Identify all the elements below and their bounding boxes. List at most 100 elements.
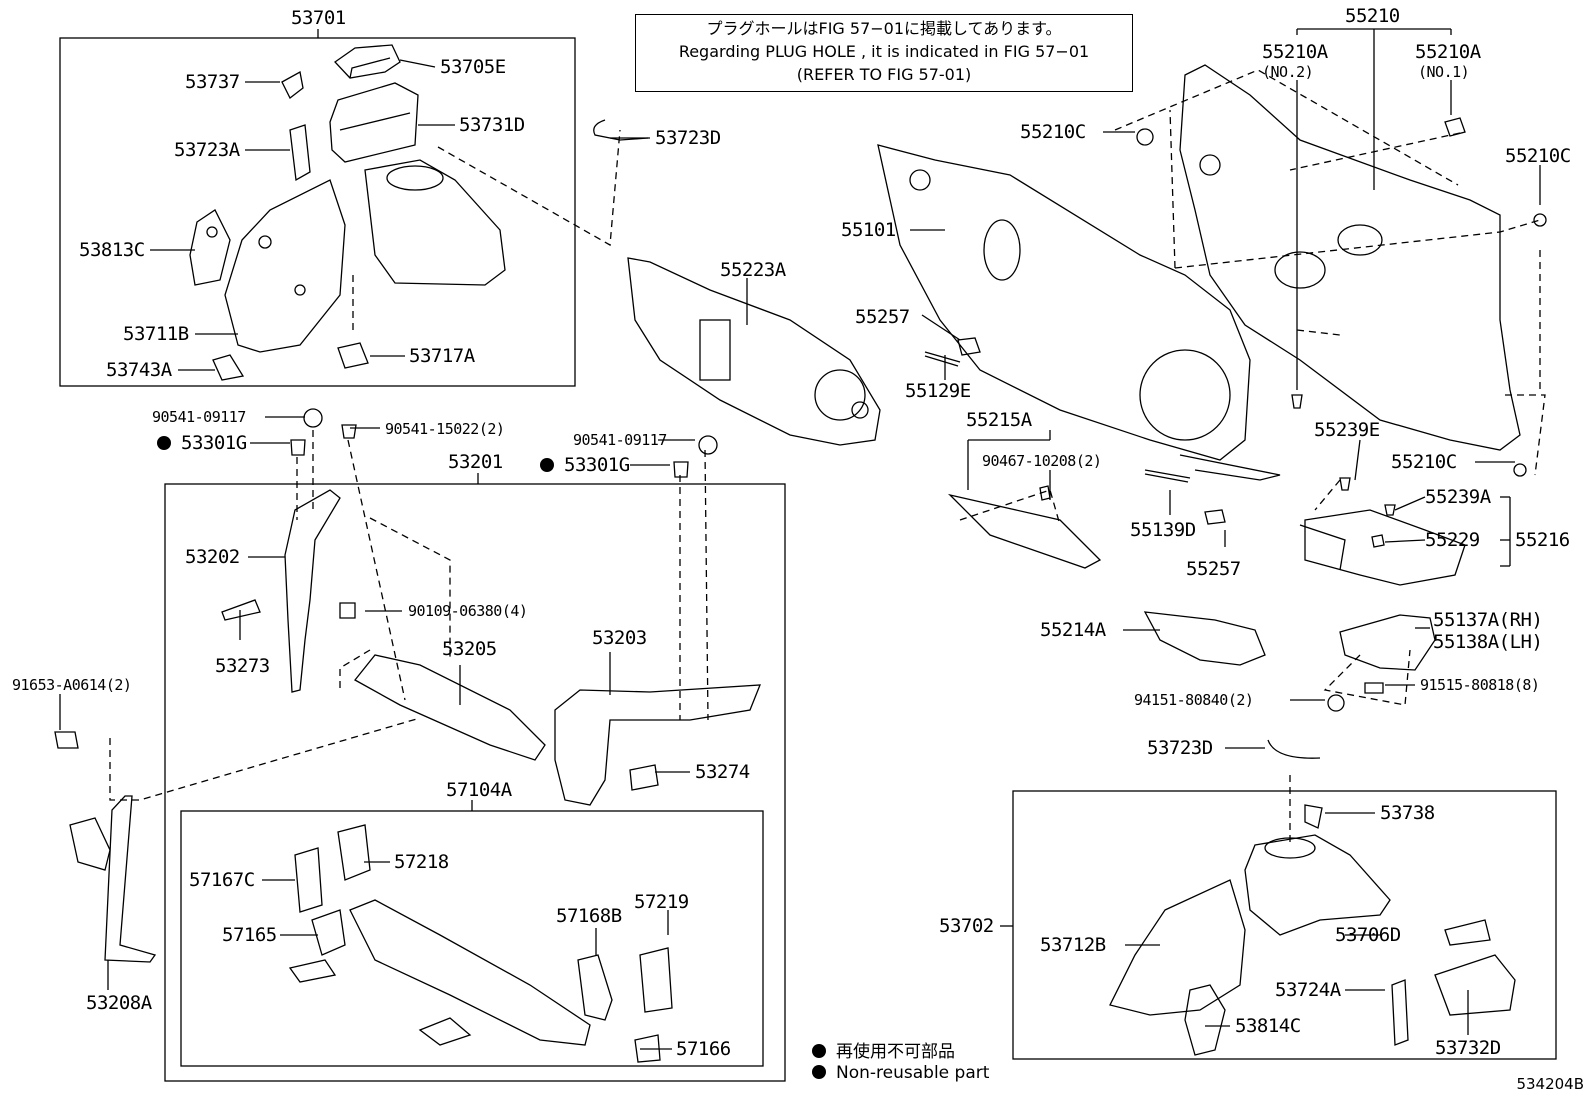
part-55239e-drawing bbox=[1339, 477, 1351, 491]
label-53712b: 53712B bbox=[1040, 934, 1106, 956]
part-53724a-drawing bbox=[1391, 979, 1409, 1046]
part-53717a-drawing bbox=[337, 342, 369, 369]
part-53202-drawing bbox=[284, 489, 341, 693]
label-53743a: 53743A bbox=[106, 359, 172, 381]
part-57166-drawing bbox=[634, 1034, 661, 1063]
catalog-number: 534204B bbox=[1516, 1075, 1584, 1093]
part-90541-09117-a bbox=[303, 408, 323, 428]
part-53205-drawing bbox=[354, 654, 546, 761]
note-line-ja: プラグホールはFIG 57−01に掲載してあります。 bbox=[706, 19, 1062, 38]
note-line-en: Regarding PLUG HOLE , it is indicated in… bbox=[678, 42, 1090, 61]
part-55129e-drawing bbox=[924, 351, 961, 367]
label-53202: 53202 bbox=[185, 546, 240, 568]
label-55257-a: 55257 bbox=[855, 306, 910, 328]
part-53711b-drawing bbox=[224, 179, 346, 353]
label-53732d: 53732D bbox=[1435, 1037, 1501, 1059]
part-57218-drawing bbox=[337, 824, 371, 881]
part-53274-drawing bbox=[629, 764, 659, 791]
non-reusable-dot bbox=[812, 1065, 826, 1079]
part-57219-drawing bbox=[639, 947, 673, 1013]
non-reusable-dot bbox=[812, 1044, 826, 1058]
label-90467: 90467-10208(2) bbox=[982, 452, 1102, 470]
part-wheelhouse-right-drawing bbox=[1244, 834, 1391, 936]
label-53731d: 53731D bbox=[459, 114, 525, 136]
label-55214a: 55214A bbox=[1040, 619, 1106, 641]
part-57168b-drawing bbox=[577, 954, 613, 1021]
label-53705e: 53705E bbox=[440, 56, 506, 78]
label-53723d-top: 53723D bbox=[655, 127, 721, 149]
label-no2: (NO.2) bbox=[1262, 63, 1314, 81]
label-57166: 57166 bbox=[676, 1038, 731, 1060]
dashed-guides bbox=[109, 69, 1546, 845]
label-55239e: 55239E bbox=[1314, 419, 1380, 441]
part-53731d-drawing bbox=[329, 82, 419, 163]
label-90541-09117-a: 90541-09117 bbox=[152, 408, 246, 426]
part-94151-nut bbox=[1327, 694, 1345, 712]
label-53273: 53273 bbox=[215, 655, 270, 677]
part-55214a-drawing bbox=[1143, 611, 1266, 666]
non-reusable-dot bbox=[540, 458, 554, 472]
label-53274: 53274 bbox=[695, 761, 750, 783]
label-53301g-a: 53301G bbox=[157, 432, 247, 454]
label-55210c-a: 55210C bbox=[1020, 121, 1086, 143]
part-55216-drawing bbox=[1299, 509, 1466, 586]
legend-en: Non-reusable part bbox=[812, 1063, 989, 1083]
label-55216: 55216 bbox=[1515, 529, 1570, 551]
part-55139d-drawing bbox=[1144, 469, 1191, 483]
label-53702: 53702 bbox=[939, 915, 994, 937]
part-53723d-r-drawing bbox=[1267, 739, 1321, 759]
label-91515: 91515-80818(8) bbox=[1420, 676, 1540, 694]
group-box-53702 bbox=[1012, 790, 1557, 1060]
label-53706d: 53706D bbox=[1335, 924, 1401, 946]
non-reusable-dot bbox=[157, 436, 171, 450]
label-55210: 55210 bbox=[1345, 5, 1400, 27]
part-90541-15022-drawing bbox=[341, 424, 357, 439]
part-90541-09117-b bbox=[698, 435, 718, 455]
part-53738-drawing bbox=[1304, 804, 1323, 829]
part-53712b-drawing bbox=[1109, 879, 1246, 1016]
part-57104a-drawing bbox=[349, 899, 591, 1046]
label-53737: 53737 bbox=[185, 71, 240, 93]
label-53723d-r: 53723D bbox=[1147, 737, 1213, 759]
label-55223a: 55223A bbox=[720, 259, 786, 281]
part-55210a-no2-clip bbox=[1291, 394, 1303, 409]
label-53814c: 53814C bbox=[1235, 1015, 1301, 1037]
plug-hole-note: プラグホールはFIG 57−01に掲載してあります。 Regarding PLU… bbox=[635, 14, 1133, 92]
label-55229: 55229 bbox=[1425, 529, 1480, 551]
part-55210c-clip-c bbox=[1513, 463, 1527, 477]
label-55210a-no2: 55210A bbox=[1262, 41, 1328, 63]
part-55215a-drawing bbox=[947, 485, 1102, 569]
label-55215a: 55215A bbox=[966, 409, 1032, 431]
label-55101: 55101 bbox=[841, 219, 896, 241]
label-94151: 94151-80840(2) bbox=[1134, 691, 1254, 709]
label-55137a: 55137A(RH) bbox=[1433, 609, 1543, 631]
part-53813c-drawing bbox=[189, 209, 231, 286]
part-wheelhouse-top-drawing bbox=[364, 159, 506, 286]
label-57219: 57219 bbox=[634, 891, 689, 913]
label-53208a: 53208A bbox=[86, 992, 152, 1014]
label-57167c: 57167C bbox=[189, 869, 255, 891]
part-55210a-no1-clip bbox=[1444, 117, 1466, 137]
part-53301g-a-drawing bbox=[290, 439, 306, 456]
label-55210a-no1: 55210A bbox=[1415, 41, 1481, 63]
label-55210c-b: 55210C bbox=[1505, 145, 1571, 167]
part-91515-bolt bbox=[1364, 682, 1384, 694]
label-53813c: 53813C bbox=[79, 239, 145, 261]
part-53203-drawing bbox=[554, 684, 761, 806]
label-55129e: 55129E bbox=[905, 380, 971, 402]
label-53201: 53201 bbox=[448, 451, 503, 473]
part-57165-drawing bbox=[288, 909, 346, 983]
label-53723a: 53723A bbox=[174, 139, 240, 161]
part-55210c-clip-a bbox=[1136, 128, 1154, 146]
part-53208a-drawing bbox=[69, 795, 157, 963]
part-53723a-drawing bbox=[289, 124, 311, 182]
note-line-refer: (REFER TO FIG 57-01) bbox=[796, 65, 972, 84]
label-53701: 53701 bbox=[291, 7, 346, 29]
label-no1: (NO.1) bbox=[1418, 63, 1470, 81]
label-90541-15022: 90541-15022(2) bbox=[385, 420, 505, 438]
part-90109-bolt bbox=[339, 602, 356, 619]
label-53717a: 53717A bbox=[409, 345, 475, 367]
label-57104a: 57104A bbox=[446, 779, 512, 801]
part-55137a-drawing bbox=[1339, 614, 1436, 671]
label-53301g-b: 53301G bbox=[540, 454, 630, 476]
